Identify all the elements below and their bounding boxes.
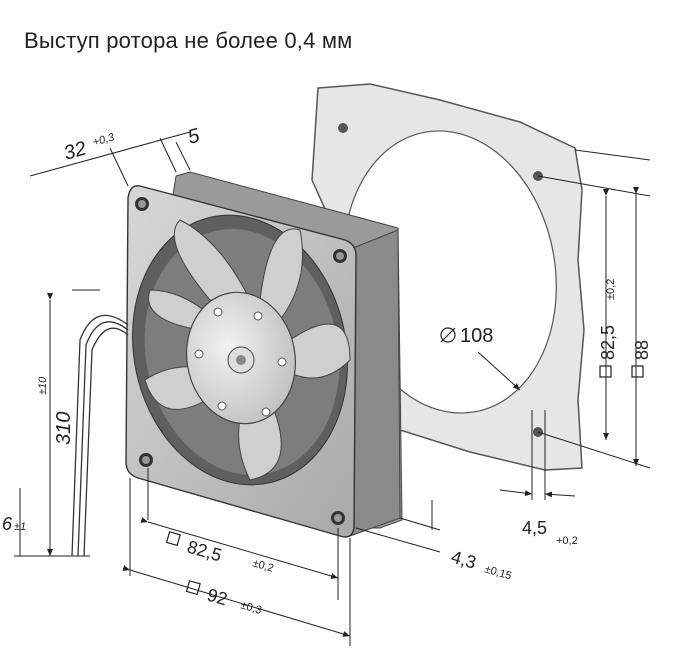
dimension-lines [14,131,651,646]
label-depth-tol: +0,3 [92,131,117,149]
label-panel-pitch: 82,5 [598,325,618,360]
label-hole-pitch: 82,5 [185,537,224,566]
square-symbol-icon [599,365,612,378]
label-offset: 4,3 [449,547,479,573]
label-cable-tol: ±10 [37,376,49,395]
diameter-symbol-icon [440,327,456,343]
label-cable-length: 310 [53,412,75,445]
label-offset-tol: ±0,15 [483,563,513,582]
label-flange: 5 [185,124,203,148]
label-screw-hole: 4,5 [522,518,547,538]
square-symbol-icon [165,531,181,547]
label-panel-size: 88 [632,340,652,360]
label-screw-hole-tol: +0,2 [556,535,578,547]
fan-hub [185,291,297,425]
label-panel-pitch-tol: ±0,2 [605,279,617,300]
dimension-symbols [165,327,644,596]
label-hole-pitch-tol: ±0,2 [251,557,275,574]
square-symbol-icon [185,580,201,596]
label-strip-tol: ±1 [14,521,26,533]
label-size: 92 [205,585,230,610]
drawing-caption: Выступ ротора не более 0,4 мм [24,28,353,53]
cable-leads [71,314,129,557]
label-size-tol: ±0,3 [239,599,263,616]
label-strip: 6 [2,514,13,534]
label-hole-dia: 108 [460,325,493,347]
square-symbol-icon [631,365,644,378]
